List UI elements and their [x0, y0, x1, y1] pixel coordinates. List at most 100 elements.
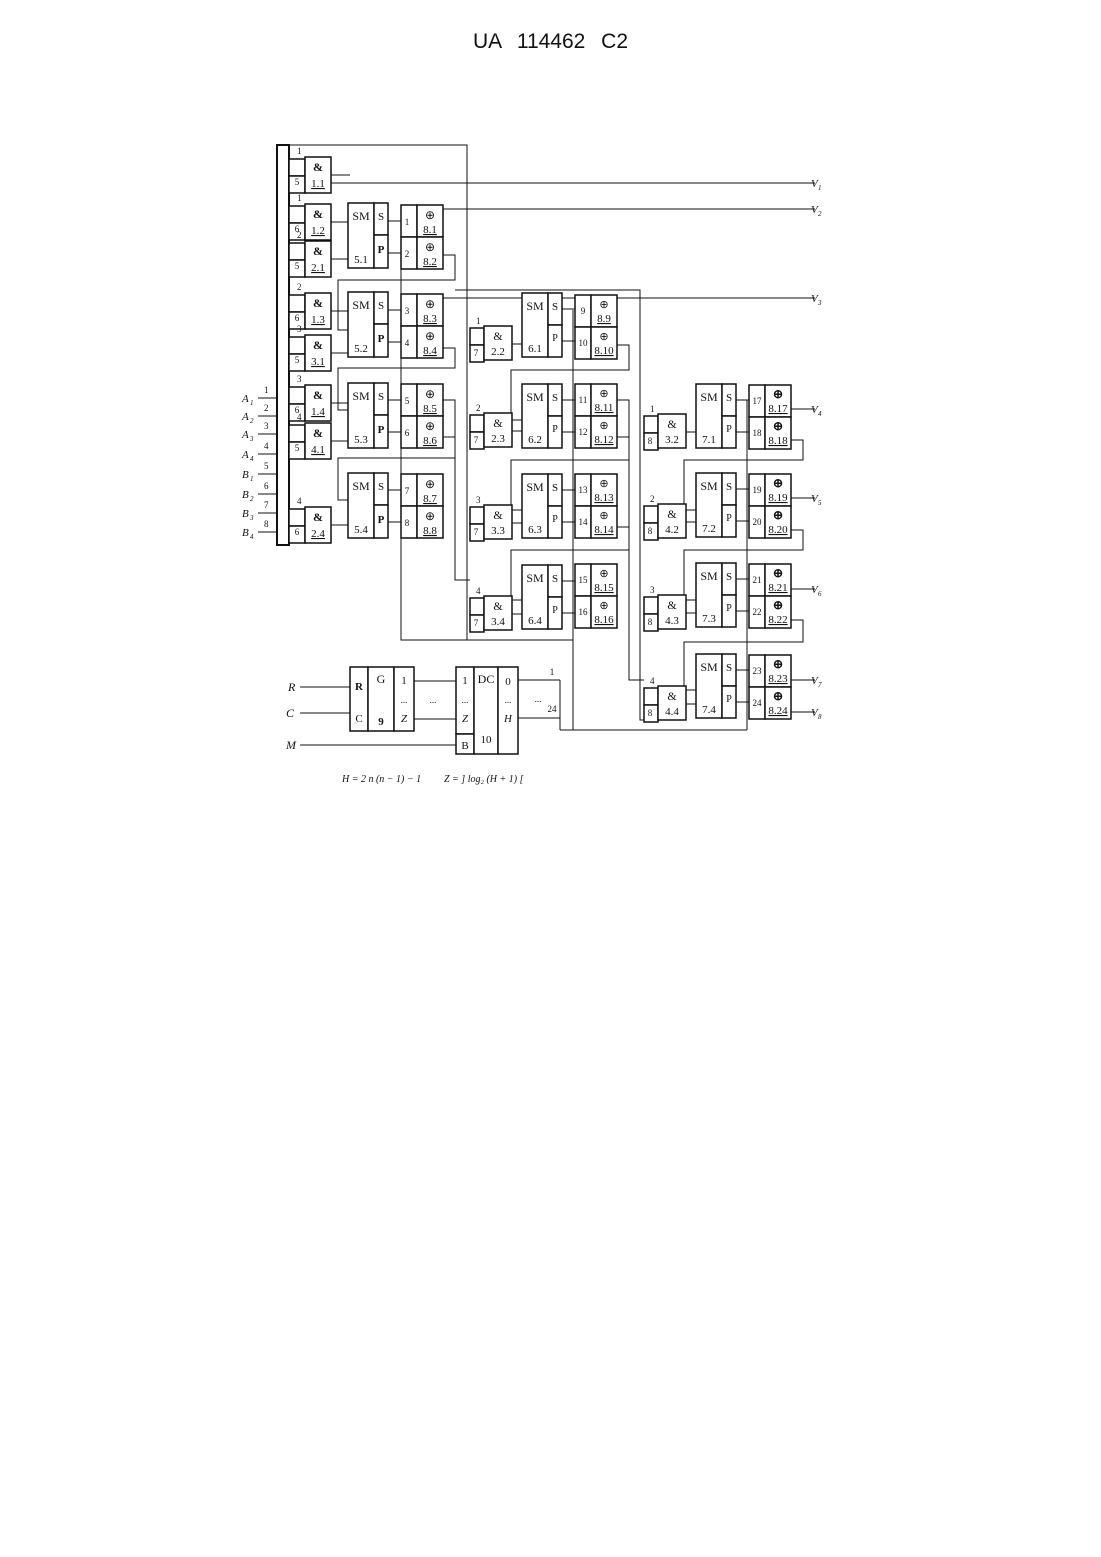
xor-id-8.1: 8.1	[423, 224, 437, 236]
sm-label: SM	[352, 298, 370, 312]
input-bus	[277, 145, 289, 545]
xor-bus-number: 2	[405, 249, 410, 259]
sm-id-7.2: 7.2	[702, 523, 716, 535]
input-number-B4: 8	[264, 519, 269, 529]
sm-id-6.2: 6.2	[528, 434, 542, 446]
xor-id-8.23: 8.23	[768, 673, 788, 685]
and-input-a: 2	[476, 403, 481, 413]
and-input-cell	[470, 507, 484, 524]
dc-b-label: B	[461, 740, 468, 752]
output-index-V6: 6	[818, 590, 822, 598]
input-label-B1: B	[242, 469, 249, 481]
xor-symbol: ⊕	[425, 387, 435, 401]
output-index-V3: 3	[817, 299, 822, 307]
sm-label: SM	[526, 480, 544, 494]
xor-bus-number: 19	[753, 485, 763, 495]
xor-symbol: ⊕	[425, 509, 435, 523]
sm-id-5.3: 5.3	[354, 434, 368, 446]
xor-bus-number: 24	[753, 698, 763, 708]
xor-bus-number: 4	[405, 338, 410, 348]
output-index-V1: 1	[818, 184, 822, 192]
sm-id-7.3: 7.3	[702, 613, 716, 625]
xor-id-8.11: 8.11	[595, 402, 614, 414]
xor-symbol: ⊕	[599, 478, 608, 490]
sm-label: SM	[352, 389, 370, 403]
xor-id-8.8: 8.8	[423, 525, 437, 537]
and-input-cell	[289, 159, 305, 176]
and-input-b: 5	[295, 261, 300, 271]
input-label-A2: A	[241, 411, 249, 423]
sm-label: SM	[526, 571, 544, 585]
sum-label: S	[552, 573, 558, 585]
dc-out-dots: ...	[505, 695, 512, 705]
sm-id-5.1: 5.1	[354, 254, 368, 266]
and-id-2.3: 2.3	[491, 433, 505, 445]
and-input-cell	[289, 206, 305, 223]
input-number-B3: 7	[264, 500, 269, 510]
carry-label: P	[378, 244, 385, 256]
and-id-4.2: 4.2	[665, 524, 679, 536]
xor-id-8.4: 8.4	[423, 345, 437, 357]
sm-label: SM	[700, 660, 718, 674]
xor-symbol: ⊕	[773, 476, 783, 490]
xor-symbol: ⊕	[599, 331, 608, 343]
and-symbol: &	[313, 510, 323, 524]
sm-label: SM	[700, 569, 718, 583]
xor-symbol: ⊕	[599, 420, 608, 432]
xor-bus-number: 8	[405, 518, 410, 528]
xor-symbol: ⊕	[773, 419, 783, 433]
dc-in-dots: ...	[462, 695, 469, 705]
and-id-4.4: 4.4	[665, 706, 679, 718]
xor-id-8.16: 8.16	[594, 614, 614, 626]
input-label-A3: A	[241, 429, 249, 441]
sm-label: SM	[526, 390, 544, 404]
input-label-B2: B	[242, 489, 249, 501]
xor-symbol: ⊕	[599, 568, 608, 580]
xor-id-8.3: 8.3	[423, 313, 437, 325]
input-label-B4: B	[242, 527, 249, 539]
carry-label: P	[378, 333, 385, 345]
and-symbol: &	[667, 417, 677, 431]
output-index-V4: 4	[818, 410, 822, 418]
and-input-cell	[289, 243, 305, 260]
xor-id-8.15: 8.15	[594, 582, 614, 594]
sm-id-7.4: 7.4	[702, 704, 716, 716]
xor-bus-number: 18	[753, 428, 763, 438]
xor-bus-number: 6	[405, 428, 410, 438]
xor-symbol: ⊕	[773, 566, 783, 580]
and-input-b: 8	[648, 708, 653, 718]
xor-bus-number: 21	[753, 575, 762, 585]
carry-label: P	[552, 333, 558, 344]
xor-bus-number: 5	[405, 396, 410, 406]
xor-symbol: ⊕	[599, 600, 608, 612]
gen-label: G	[377, 672, 386, 686]
and-symbol: &	[313, 296, 323, 310]
and-input-b: 7	[474, 618, 479, 628]
xor-bus-number: 11	[579, 395, 588, 405]
xor-id-8.9: 8.9	[597, 313, 611, 325]
mid-dots: ...	[430, 695, 437, 705]
xor-symbol: ⊕	[773, 508, 783, 522]
interstage-wire	[443, 400, 470, 580]
xor-bus-number: 22	[753, 607, 762, 617]
and-input-a: 1	[476, 316, 481, 326]
output-index-V8: 8	[818, 713, 822, 721]
dc-num: 10	[481, 734, 493, 746]
input-index-B1: 1	[250, 475, 254, 483]
and-input-b: 8	[648, 436, 653, 446]
and-id-2.1: 2.1	[311, 262, 325, 274]
and-symbol: &	[493, 416, 503, 430]
and-id-1.1: 1.1	[311, 178, 325, 190]
and-input-a: 3	[650, 585, 655, 595]
xor-id-8.20: 8.20	[768, 524, 788, 536]
and-id-4.3: 4.3	[665, 615, 679, 627]
xor-symbol: ⊕	[599, 510, 608, 522]
and-input-a: 2	[297, 230, 302, 240]
and-id-3.4: 3.4	[491, 616, 505, 628]
and-id-1.3: 1.3	[311, 314, 325, 326]
and-input-cell	[644, 597, 658, 614]
xor-id-8.13: 8.13	[594, 492, 614, 504]
and-input-cell	[289, 387, 305, 404]
carry-label: P	[726, 424, 732, 435]
